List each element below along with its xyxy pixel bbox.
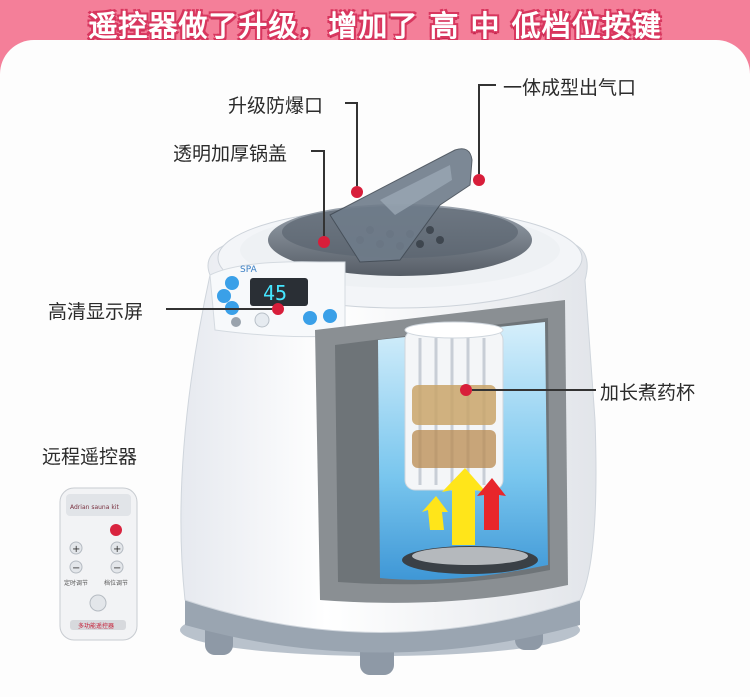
remote-minus-right: − xyxy=(113,563,121,574)
panel-button-mid-left xyxy=(217,289,231,303)
line-transparent-lid xyxy=(311,150,325,236)
steam-arrows xyxy=(422,468,506,545)
panel-button-power xyxy=(231,317,241,327)
callout-explosion-vent: 升级防爆口 xyxy=(228,95,324,117)
marker-steam-outlet xyxy=(473,174,485,186)
callout-markers xyxy=(272,174,485,396)
arrow-yellow-left xyxy=(422,496,448,530)
banner: 遥控器做了升级，增加了 高 中 低档位按键 xyxy=(0,0,750,48)
remote-brand-text: Adrian sauna kit xyxy=(70,504,119,511)
line-explosion-vent xyxy=(345,102,358,186)
remote-plus-left: + xyxy=(72,544,80,555)
marker-decoction-cup xyxy=(460,384,472,396)
banner-text: 遥控器做了升级，增加了 高 中 低档位按键 xyxy=(88,9,662,43)
arrow-yellow-center xyxy=(442,468,486,545)
brand-mark: SPA xyxy=(240,265,258,275)
remote-plus-right: + xyxy=(113,544,121,555)
remote-label-right: 档位调节 xyxy=(104,579,128,587)
marker-transparent-lid xyxy=(318,236,330,248)
line-steam-outlet xyxy=(478,84,496,174)
panel-button-right-2 xyxy=(323,309,337,323)
remote-minus-left: − xyxy=(72,563,80,574)
display-reading: 45 xyxy=(263,281,287,305)
marker-display-screen xyxy=(272,303,284,315)
remote-control: Adrian sauna kit + + − − 定时调节 档位调节 多功能遥控… xyxy=(59,487,138,641)
decoction-cup xyxy=(404,321,504,491)
marker-explosion-vent xyxy=(351,186,363,198)
arrow-red xyxy=(477,478,506,530)
callout-transparent-lid: 透明加厚锅盖 xyxy=(173,143,288,165)
remote-bottom-label: 多功能遥控器 xyxy=(78,622,114,630)
display-screen xyxy=(250,278,308,306)
callout-decoction-cup: 加长煮药杯 xyxy=(600,382,696,404)
callout-steam-outlet: 一体成型出气口 xyxy=(503,77,637,99)
panel-button-top-left xyxy=(225,276,239,290)
callout-remote-control: 远程遥控器 xyxy=(42,446,138,468)
control-panel: 45 SPA xyxy=(209,261,346,338)
remote-power-button xyxy=(110,524,122,536)
panel-button-mid xyxy=(254,312,270,328)
callout-lines xyxy=(166,84,596,391)
remote-keypad: + + − − 定时调节 档位调节 xyxy=(64,541,128,612)
remote-label-left: 定时调节 xyxy=(64,579,88,587)
callout-display-screen: 高清显示屏 xyxy=(48,301,144,323)
panel-button-right-1 xyxy=(303,311,317,325)
